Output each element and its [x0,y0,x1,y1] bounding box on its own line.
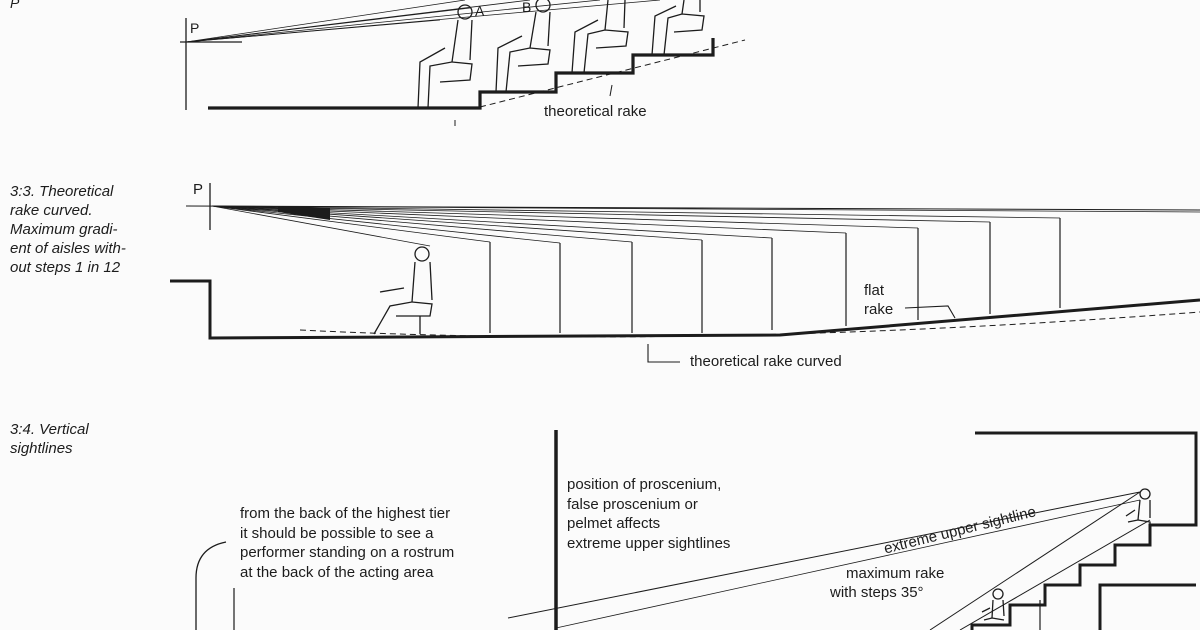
curved-rake-label: theoretical rake curved [690,353,842,370]
figure-3-4-caption: 3:4. Vertical sightlines [10,420,89,458]
flat-rake-line: flat [864,282,885,299]
note-line: it should be possible to see a [240,524,434,542]
note-line: false proscenium or [567,495,698,513]
ray-convergence [278,206,330,220]
max-rake-line [929,491,1141,630]
seat-verticals [489,218,1061,333]
seated-figure-b [495,0,551,93]
note-line: performer standing on a rostrum [240,544,455,561]
seated-figure-middle [373,246,433,335]
caption-line: sightlines [10,440,73,457]
caption-line: 3:3. Theoretical [10,183,114,200]
max-rake-label: maximum rake with steps 35° [830,564,945,602]
seated-figure-c [571,0,629,74]
upper-sightline [507,491,1141,619]
curve-leader [647,344,680,363]
back-tier-bracket [195,541,227,630]
caption-line: ent of aisles with- [10,240,126,257]
figure-3-3-caption: 3:3. Theoretical rake curved. Maximum gr… [10,182,126,277]
lower-sightline [555,499,1141,629]
seated-figure-a [417,4,473,109]
flat-rake-leader [904,305,956,319]
proscenium-note: position of proscenium, false proscenium… [567,475,730,553]
lower-gallery [1098,583,1196,630]
point-p-label: P [190,20,200,36]
figure-3-4 [195,430,1198,630]
theoretical-curve [299,311,1200,338]
max-rake-line: with steps 35° [830,584,924,601]
sightline-rays [211,205,1200,247]
note-line: at the back of the acting area [240,563,434,581]
figure-3-3 [170,183,1200,363]
rake-leader [609,84,613,97]
figure-3-2 [180,0,746,126]
sightline-fan [185,0,661,43]
max-rake-line: maximum rake [846,565,945,582]
seated-figure-d [651,0,705,56]
note-line: extreme upper sightlines [567,534,731,552]
stepped-floor [208,38,715,110]
flat-rake-line: rake [864,301,894,318]
note-line: pelmet affects [567,515,661,532]
caption-line: Maximum gradi- [10,221,118,238]
caption-line: out steps 1 in 12 [10,259,121,276]
theoretical-rake-label: theoretical rake [544,103,647,120]
seat-a-label: A [475,3,485,19]
theoretical-rake-line [479,39,746,108]
seated-figure-lower [981,588,1005,621]
corner-letter: P [10,0,20,11]
note-line: from the back of the highest tier [240,505,451,522]
gallery-outline [970,431,1198,630]
curved-floor [170,279,1200,340]
caption-line: 3:4. Vertical [10,421,89,438]
seated-figure-upper [1125,488,1151,528]
second-rake-line [959,519,1151,630]
point-p-label-2: P [193,181,204,198]
seat-b-label: B [522,0,532,15]
back-tier-note: from the back of the highest tier it sho… [240,504,454,582]
note-line: position of proscenium, [567,476,722,493]
caption-line: rake curved. [10,202,93,219]
flat-rake-label: flat rake [864,281,893,319]
